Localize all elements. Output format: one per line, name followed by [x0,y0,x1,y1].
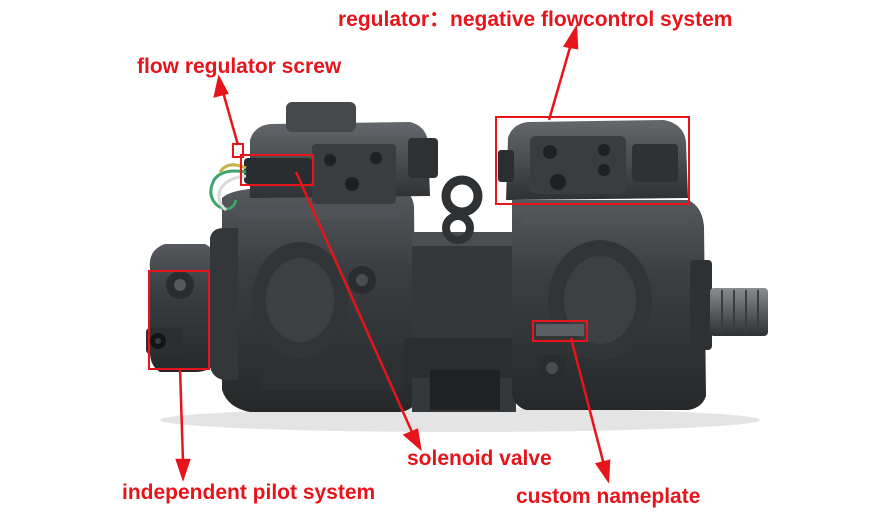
regulator-highlight-box [495,116,690,205]
drive-shaft [710,288,768,336]
left-regulator-block [244,102,438,204]
solenoid-valve-label: solenoid valve [407,447,552,470]
nameplate-arrow [569,337,606,466]
center-pump-body [404,175,524,412]
right-pump-housing [512,200,712,410]
pilot-pump [146,244,218,372]
flow-screw-arrow [221,91,240,146]
regulator-arrow [547,43,573,121]
annotation-arrows [175,23,611,484]
solenoid-arrow [294,171,414,433]
solenoid-wires [209,163,247,212]
left-pump-housing [210,188,416,412]
solenoid-valve-box [240,154,314,186]
nameplate-box [532,320,588,342]
custom-nameplate-label: custom nameplate [516,485,701,508]
right-regulator-block [498,120,688,200]
regulator-label: regulator：negative flowcontrol system [338,8,733,31]
flow-regulator-screw-label: flow regulator screw [137,55,342,78]
independent-pilot-system-label: independent pilot system [122,481,376,504]
pilot-arrow [178,367,185,463]
pump-shadow [160,408,760,432]
